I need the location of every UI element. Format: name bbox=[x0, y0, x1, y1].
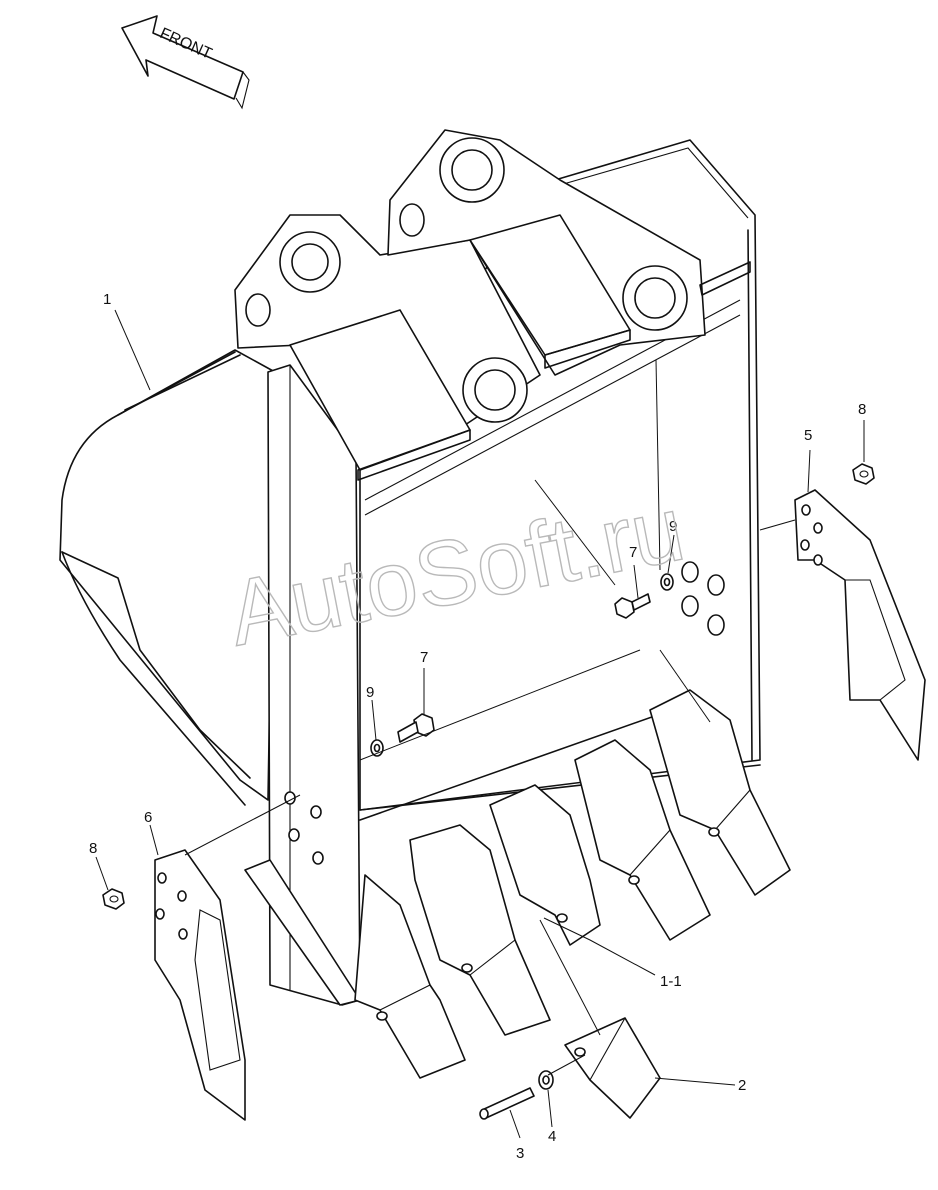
tooth-pin bbox=[479, 1087, 535, 1120]
front-arrow: FRONT bbox=[121, 15, 250, 110]
callout-1: 1 bbox=[103, 291, 111, 308]
callout-4: 4 bbox=[548, 1128, 556, 1145]
callout-8a: 8 bbox=[89, 840, 97, 857]
callout-2: 2 bbox=[738, 1077, 746, 1094]
callouts: 1 1-1 2 3 4 5 6 7 7 8 8 9 9 bbox=[89, 291, 866, 1162]
lock-washer bbox=[538, 1070, 554, 1090]
bolt-lower bbox=[397, 713, 435, 743]
callout-3: 3 bbox=[516, 1145, 524, 1162]
nut-right bbox=[852, 463, 875, 485]
side-cutter-right bbox=[794, 489, 926, 761]
callout-9a: 9 bbox=[669, 518, 677, 535]
bolt-upper bbox=[614, 593, 651, 619]
callout-8b: 8 bbox=[858, 401, 866, 418]
callout-6: 6 bbox=[144, 809, 152, 826]
tooth-point-exploded bbox=[564, 1017, 661, 1119]
right-plate-bolt-holes bbox=[681, 561, 725, 636]
callout-9b: 9 bbox=[366, 684, 374, 701]
front-arrow-label: FRONT bbox=[157, 25, 214, 63]
bucket-teeth bbox=[354, 689, 791, 1079]
side-cutter-left bbox=[154, 849, 246, 1121]
callout-5: 5 bbox=[804, 427, 812, 444]
nut-left bbox=[102, 888, 125, 910]
callout-7b: 7 bbox=[420, 649, 428, 666]
leader-lines bbox=[95, 309, 865, 1139]
callout-1-1: 1-1 bbox=[660, 973, 682, 990]
bucket-body bbox=[59, 129, 761, 1006]
callout-7a: 7 bbox=[629, 544, 637, 561]
washer-upper bbox=[660, 573, 674, 591]
